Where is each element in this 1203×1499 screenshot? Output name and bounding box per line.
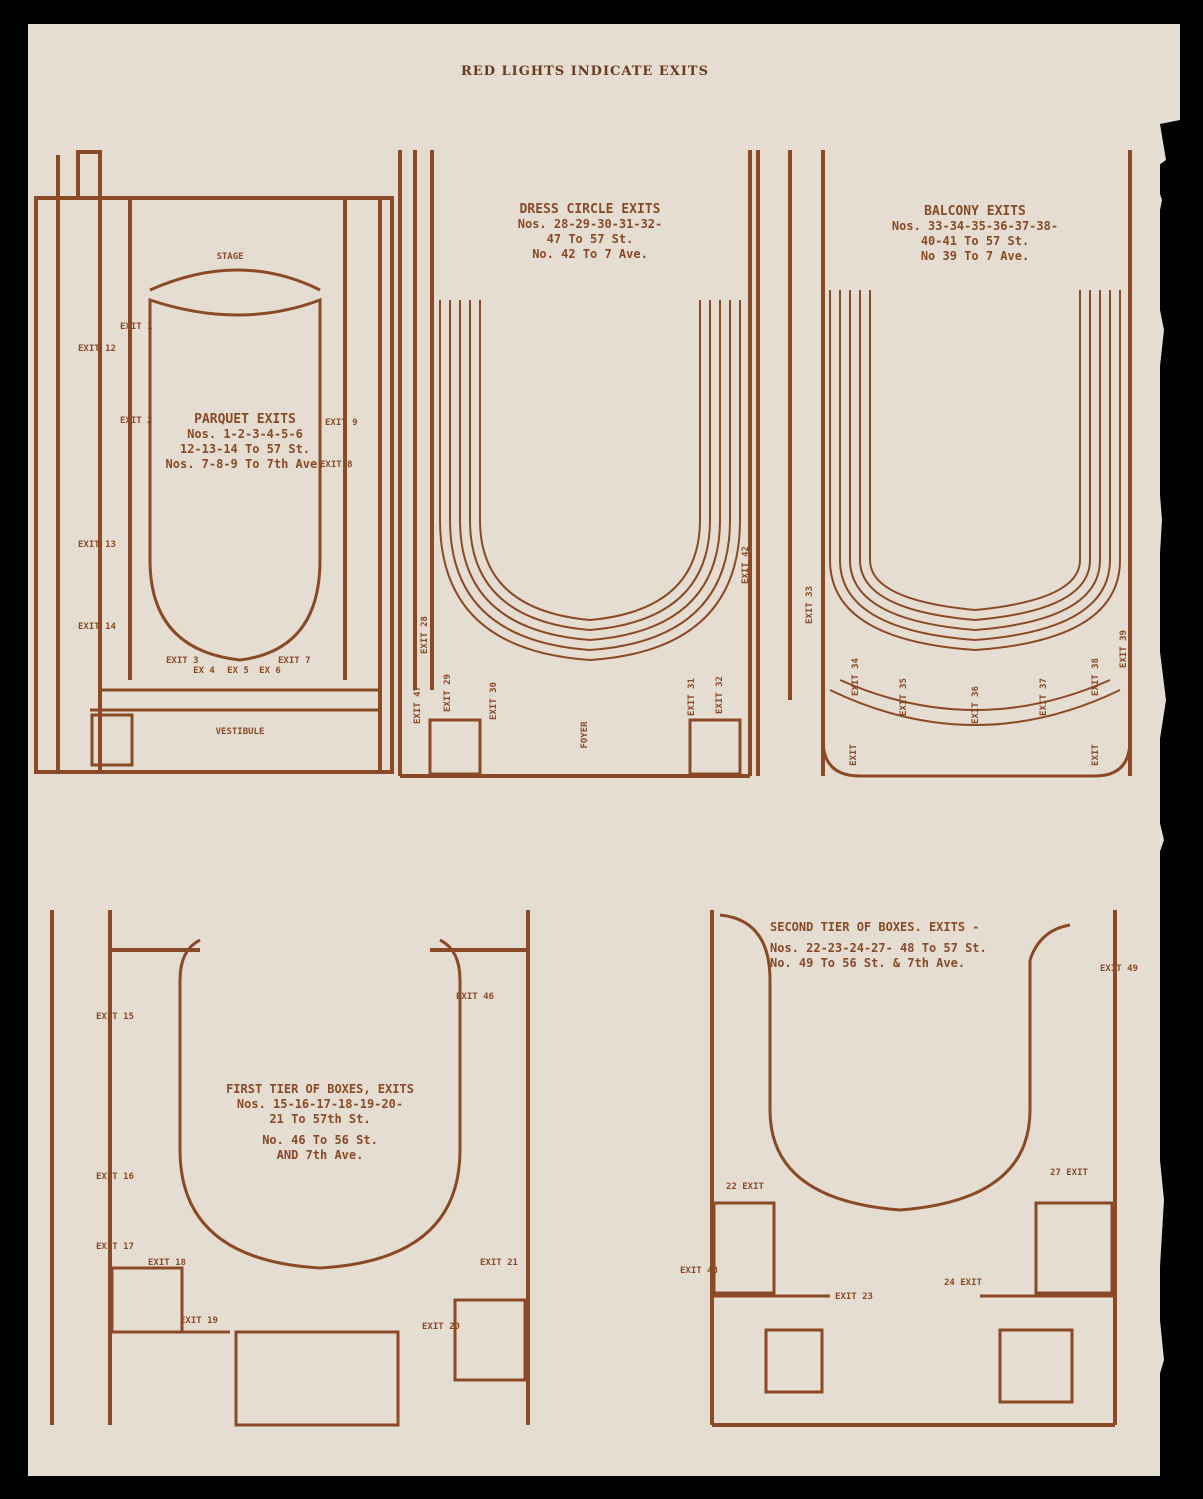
exit-9: EXIT 9 <box>325 418 358 428</box>
exit-37: EXIT 37 <box>1039 678 1049 716</box>
balcony-tiers <box>829 290 1121 652</box>
exit-33: EXIT 33 <box>805 586 815 624</box>
exit-30: EXIT 30 <box>489 682 499 720</box>
exit-20: EXIT 20 <box>422 1322 460 1332</box>
exit-4: EX 4 <box>193 666 215 676</box>
exit-12: EXIT 12 <box>78 344 116 354</box>
exit-15: EXIT 15 <box>96 1012 134 1022</box>
foyer-label: FOYER <box>580 721 590 749</box>
stage-label: STAGE <box>216 252 244 262</box>
exit-8: EXIT 8 <box>320 460 353 470</box>
exit-21: EXIT 21 <box>480 1258 518 1268</box>
exit-49: EXIT 49 <box>1100 964 1138 974</box>
exit-29: EXIT 29 <box>443 674 453 712</box>
exit-14: EXIT 14 <box>78 622 116 632</box>
second-tier-box-ring <box>768 960 1032 1212</box>
exit-22: 22 EXIT <box>726 1182 764 1192</box>
page-header: RED LIGHTS INDICATE EXITS <box>461 64 709 79</box>
exit-18: EXIT 18 <box>148 1258 186 1268</box>
exit-19: EXIT 19 <box>180 1316 218 1326</box>
exit-13: EXIT 13 <box>78 540 116 550</box>
second-tier-notes: SECOND TIER OF BOXES. EXITS - Nos. 22-23… <box>770 920 987 970</box>
parquet-outline <box>34 196 394 774</box>
parquet-notes: PARQUET EXITS Nos. 1-2-3-4-5-6 12-13-14 … <box>165 412 325 471</box>
exit-47: EXIT 47 <box>413 686 423 724</box>
exit-17: EXIT 17 <box>96 1242 134 1252</box>
exit-28: EXIT 28 <box>420 616 430 654</box>
exit-6: EX 6 <box>259 666 281 676</box>
exit-3: EXIT 3 <box>166 656 199 666</box>
dress-circle-notes: DRESS CIRCLE EXITS Nos. 28-29-30-31-32- … <box>517 202 663 261</box>
exit-35: EXIT 35 <box>899 678 909 716</box>
exit-27: 27 EXIT <box>1050 1168 1088 1178</box>
exit-42: EXIT 42 <box>741 546 751 584</box>
exit-39: EXIT 39 <box>1119 630 1129 668</box>
exit-2: EXIT 2 <box>120 416 153 426</box>
exit-48: EXIT 48 <box>680 1266 718 1276</box>
first-tier-box-ring <box>178 938 462 1270</box>
exit-5: EX 5 <box>227 666 249 676</box>
balcony-notes: BALCONY EXITS Nos. 33-34-35-36-37-38- 40… <box>891 204 1059 263</box>
vestibule-label: VESTIBULE <box>215 727 265 737</box>
first-tier-notes: FIRST TIER OF BOXES, EXITS Nos. 15-16-17… <box>226 1082 414 1162</box>
exit-46: EXIT 46 <box>456 992 494 1002</box>
exit-31: EXIT 31 <box>687 678 697 716</box>
torn-edge <box>1140 0 1203 1476</box>
exit-balcony-left: EXIT <box>849 744 859 766</box>
exit-36: EXIT 36 <box>971 686 981 724</box>
exit-32: EXIT 32 <box>715 676 725 714</box>
exit-23: EXIT 23 <box>835 1292 873 1302</box>
exit-1: EXIT 1 <box>120 322 153 332</box>
exit-38: EXIT 38 <box>1091 658 1101 696</box>
exit-balcony-right: EXIT <box>1091 744 1101 766</box>
dress-circle-tiers <box>439 300 741 662</box>
exit-24: 24 EXIT <box>944 1278 982 1288</box>
exit-34: EXIT 34 <box>851 658 861 696</box>
stage-apron <box>149 268 321 292</box>
exit-7: EXIT 7 <box>278 656 311 666</box>
exit-16: EXIT 16 <box>96 1172 134 1182</box>
parquet-floor-outline <box>148 297 322 662</box>
